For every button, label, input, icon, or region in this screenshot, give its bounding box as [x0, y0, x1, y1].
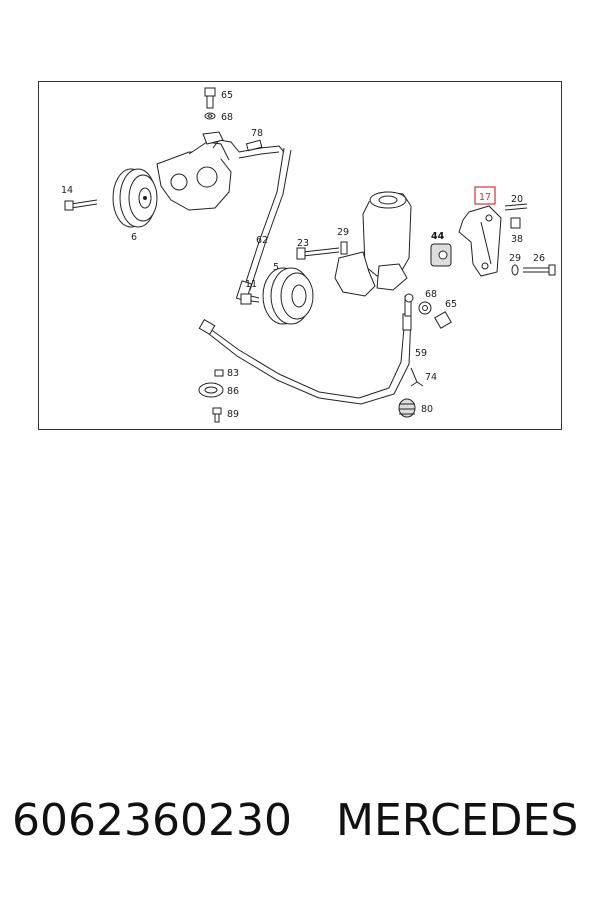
label-11: 11	[245, 279, 257, 290]
washer-68-top	[204, 112, 216, 120]
bolt-11	[240, 293, 260, 305]
label-23: 23	[297, 238, 309, 249]
label-68-top: 68	[221, 112, 233, 123]
label-38: 38	[511, 234, 523, 245]
gear-44	[430, 243, 452, 267]
nut-38	[510, 217, 521, 229]
highlight-box-17	[474, 186, 496, 205]
bolt-26	[523, 264, 556, 276]
washer-68b	[418, 301, 432, 315]
label-44: 44	[431, 231, 445, 242]
label-29-center: 29	[337, 227, 349, 238]
stud-20	[504, 203, 528, 211]
pump-main	[334, 191, 412, 297]
label-62: 62	[256, 235, 268, 246]
hose-59	[198, 293, 414, 405]
label-86: 86	[227, 386, 239, 397]
label-14: 14	[61, 185, 73, 196]
label-29-right: 29	[509, 253, 521, 264]
hose-62	[235, 145, 292, 302]
bolt-23	[296, 247, 340, 260]
washer-29a	[340, 241, 348, 255]
part-number: 6062360230	[12, 795, 292, 846]
parts-diagram: 65 68 78 14 6 62 23 29 5 11 17 20 38 44 …	[38, 81, 562, 430]
label-89: 89	[227, 409, 239, 420]
footer-bar: 6062360230 MERCEDES	[0, 795, 600, 865]
clamp-86	[198, 382, 224, 398]
label-20: 20	[511, 194, 523, 205]
label-78: 78	[251, 128, 263, 139]
pump-assembly	[156, 131, 240, 211]
bolt-65b	[434, 311, 452, 329]
label-59: 59	[415, 348, 427, 359]
label-5: 5	[273, 262, 279, 273]
bolt-14	[64, 199, 98, 211]
bolt-65-top	[204, 87, 216, 109]
label-83: 83	[227, 368, 239, 379]
label-26: 26	[533, 253, 545, 264]
label-65-right: 65	[445, 299, 457, 310]
bolt-89	[212, 407, 222, 423]
label-68-right: 68	[425, 289, 437, 300]
grommet-80	[398, 398, 416, 418]
part-83	[214, 369, 224, 377]
pulley-6	[112, 168, 158, 228]
washer-29b	[511, 264, 519, 276]
label-74: 74	[425, 372, 437, 383]
label-80: 80	[421, 404, 433, 415]
pulley-5	[262, 267, 314, 325]
label-6: 6	[131, 232, 137, 243]
brand-name: MERCEDES	[336, 795, 579, 846]
diagram-svg: 65 68 78 14 6 62 23 29 5 11 17 20 38 44 …	[61, 87, 556, 423]
label-17: 17	[479, 192, 491, 203]
clip-74	[410, 367, 424, 387]
bracket-17	[458, 205, 502, 277]
label-65-top: 65	[221, 90, 233, 101]
